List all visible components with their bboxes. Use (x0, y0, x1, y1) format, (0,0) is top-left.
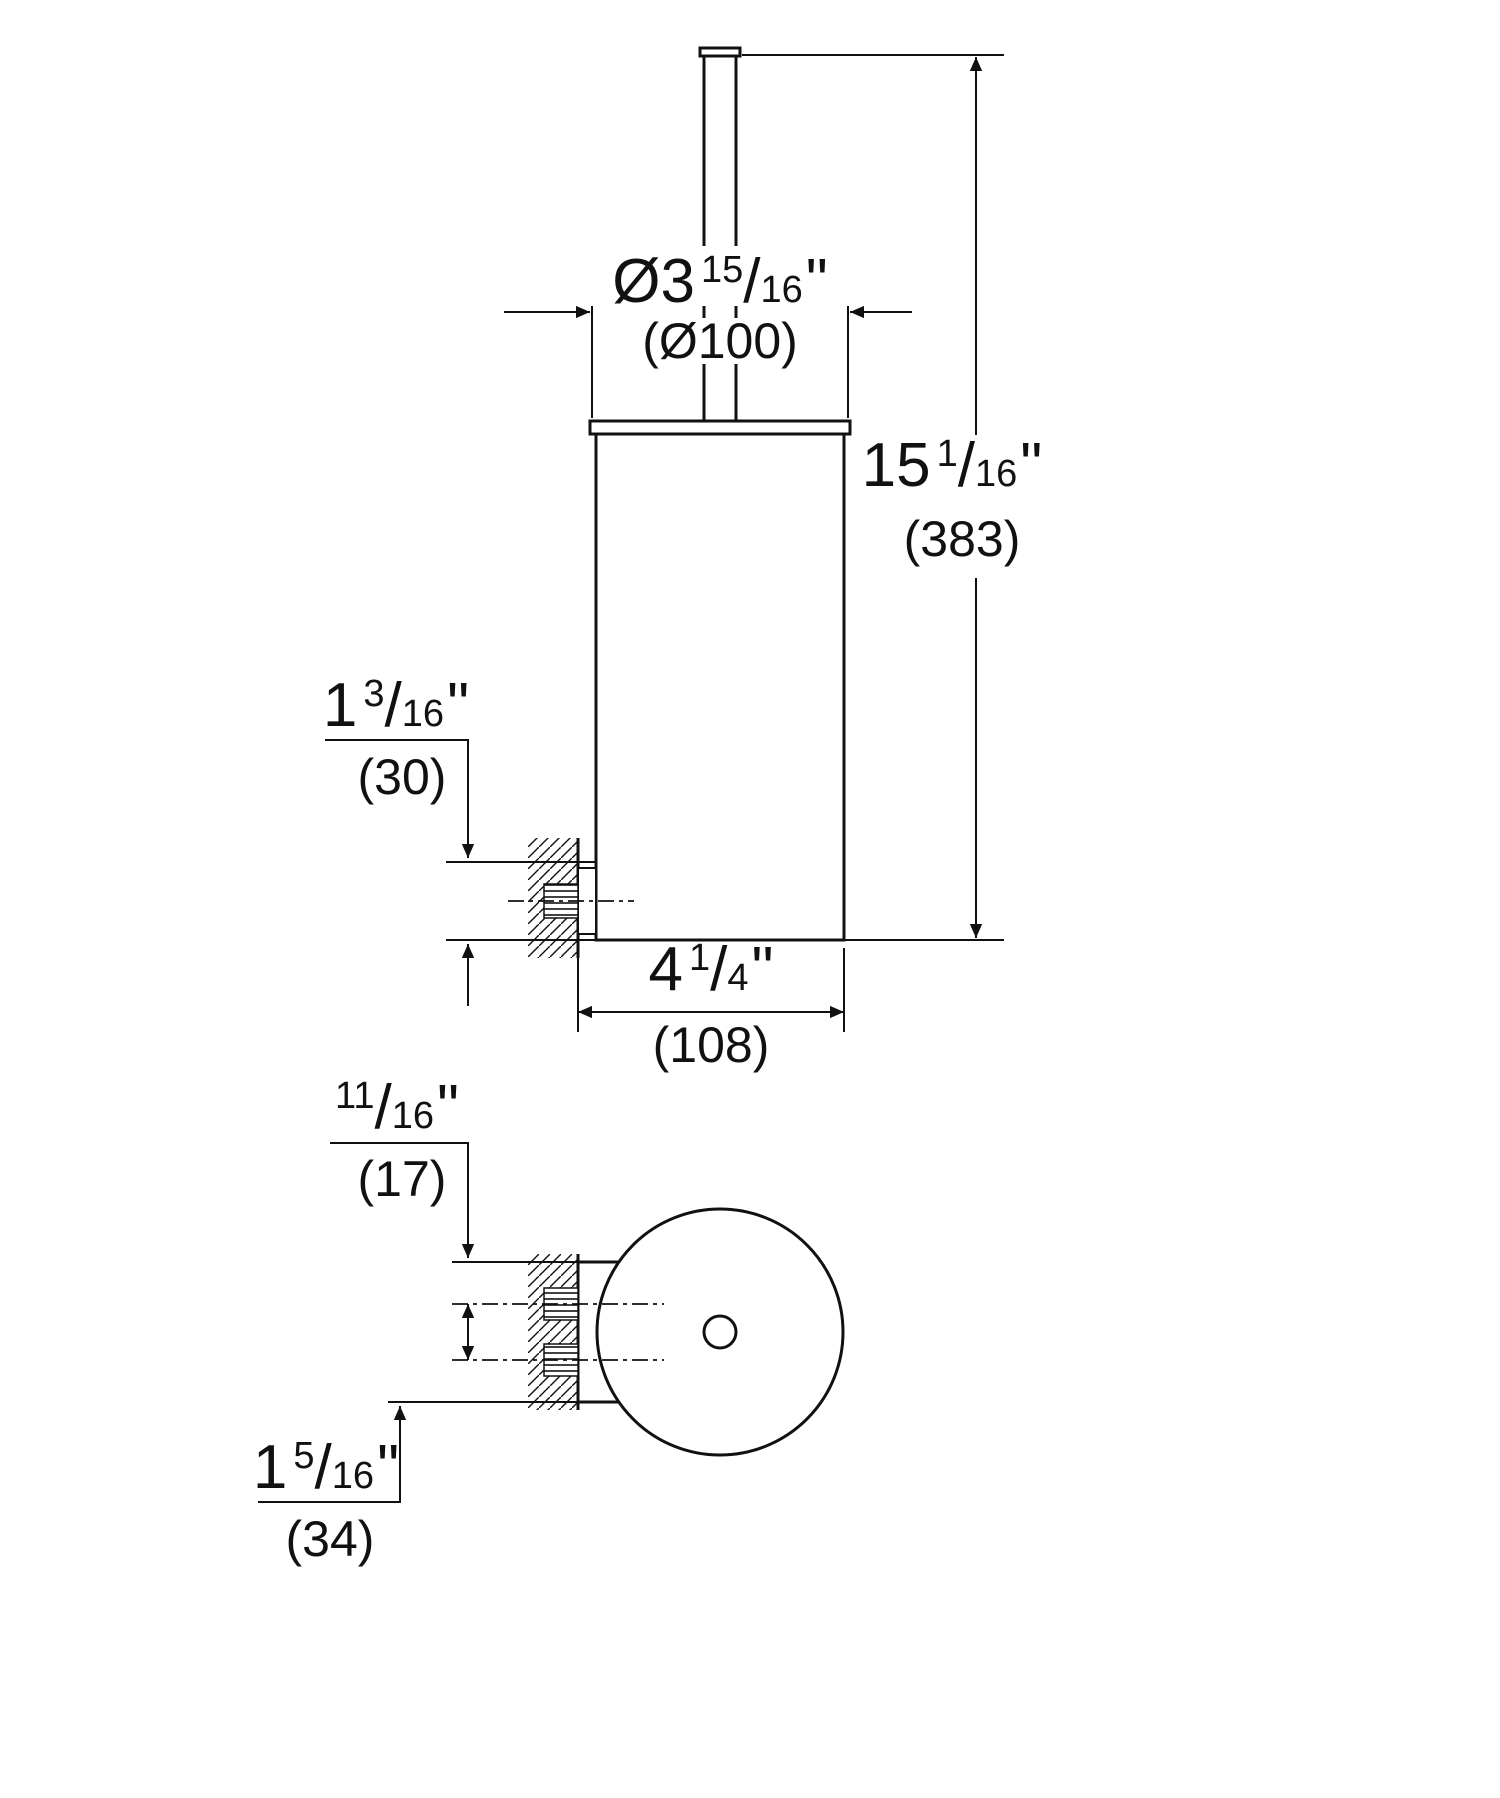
dim-wall-offset-metric-label: (30) (358, 749, 447, 805)
handle-rod-cap (698, 46, 742, 58)
wall-hatching (528, 1254, 578, 1410)
dim-diameter-metric-label: (Ø100) (642, 313, 798, 369)
holder-body (594, 432, 846, 942)
dim-height-metric-label: (383) (904, 511, 1021, 567)
holder-lid (588, 419, 852, 436)
dim-plan-bottom-metric-label: (34) (286, 1511, 375, 1567)
leader-with-up-arrow (258, 1406, 407, 1503)
leader-with-down-arrow (330, 1142, 475, 1258)
label-mask (636, 318, 804, 364)
dim-plan-top: 11/16" (17) (330, 1073, 475, 1360)
handle-rod-top-view (702, 1314, 738, 1350)
side-view (446, 46, 1004, 958)
plan-view (388, 1207, 845, 1457)
label-mask (586, 246, 854, 306)
dim-plan-top-metric-label: (17) (358, 1151, 447, 1207)
dim-plan-top-imperial-label: 11/16" (335, 1073, 459, 1142)
leader-with-down-arrow (325, 739, 475, 858)
dim-depth-metric-label: (108) (653, 1017, 770, 1073)
